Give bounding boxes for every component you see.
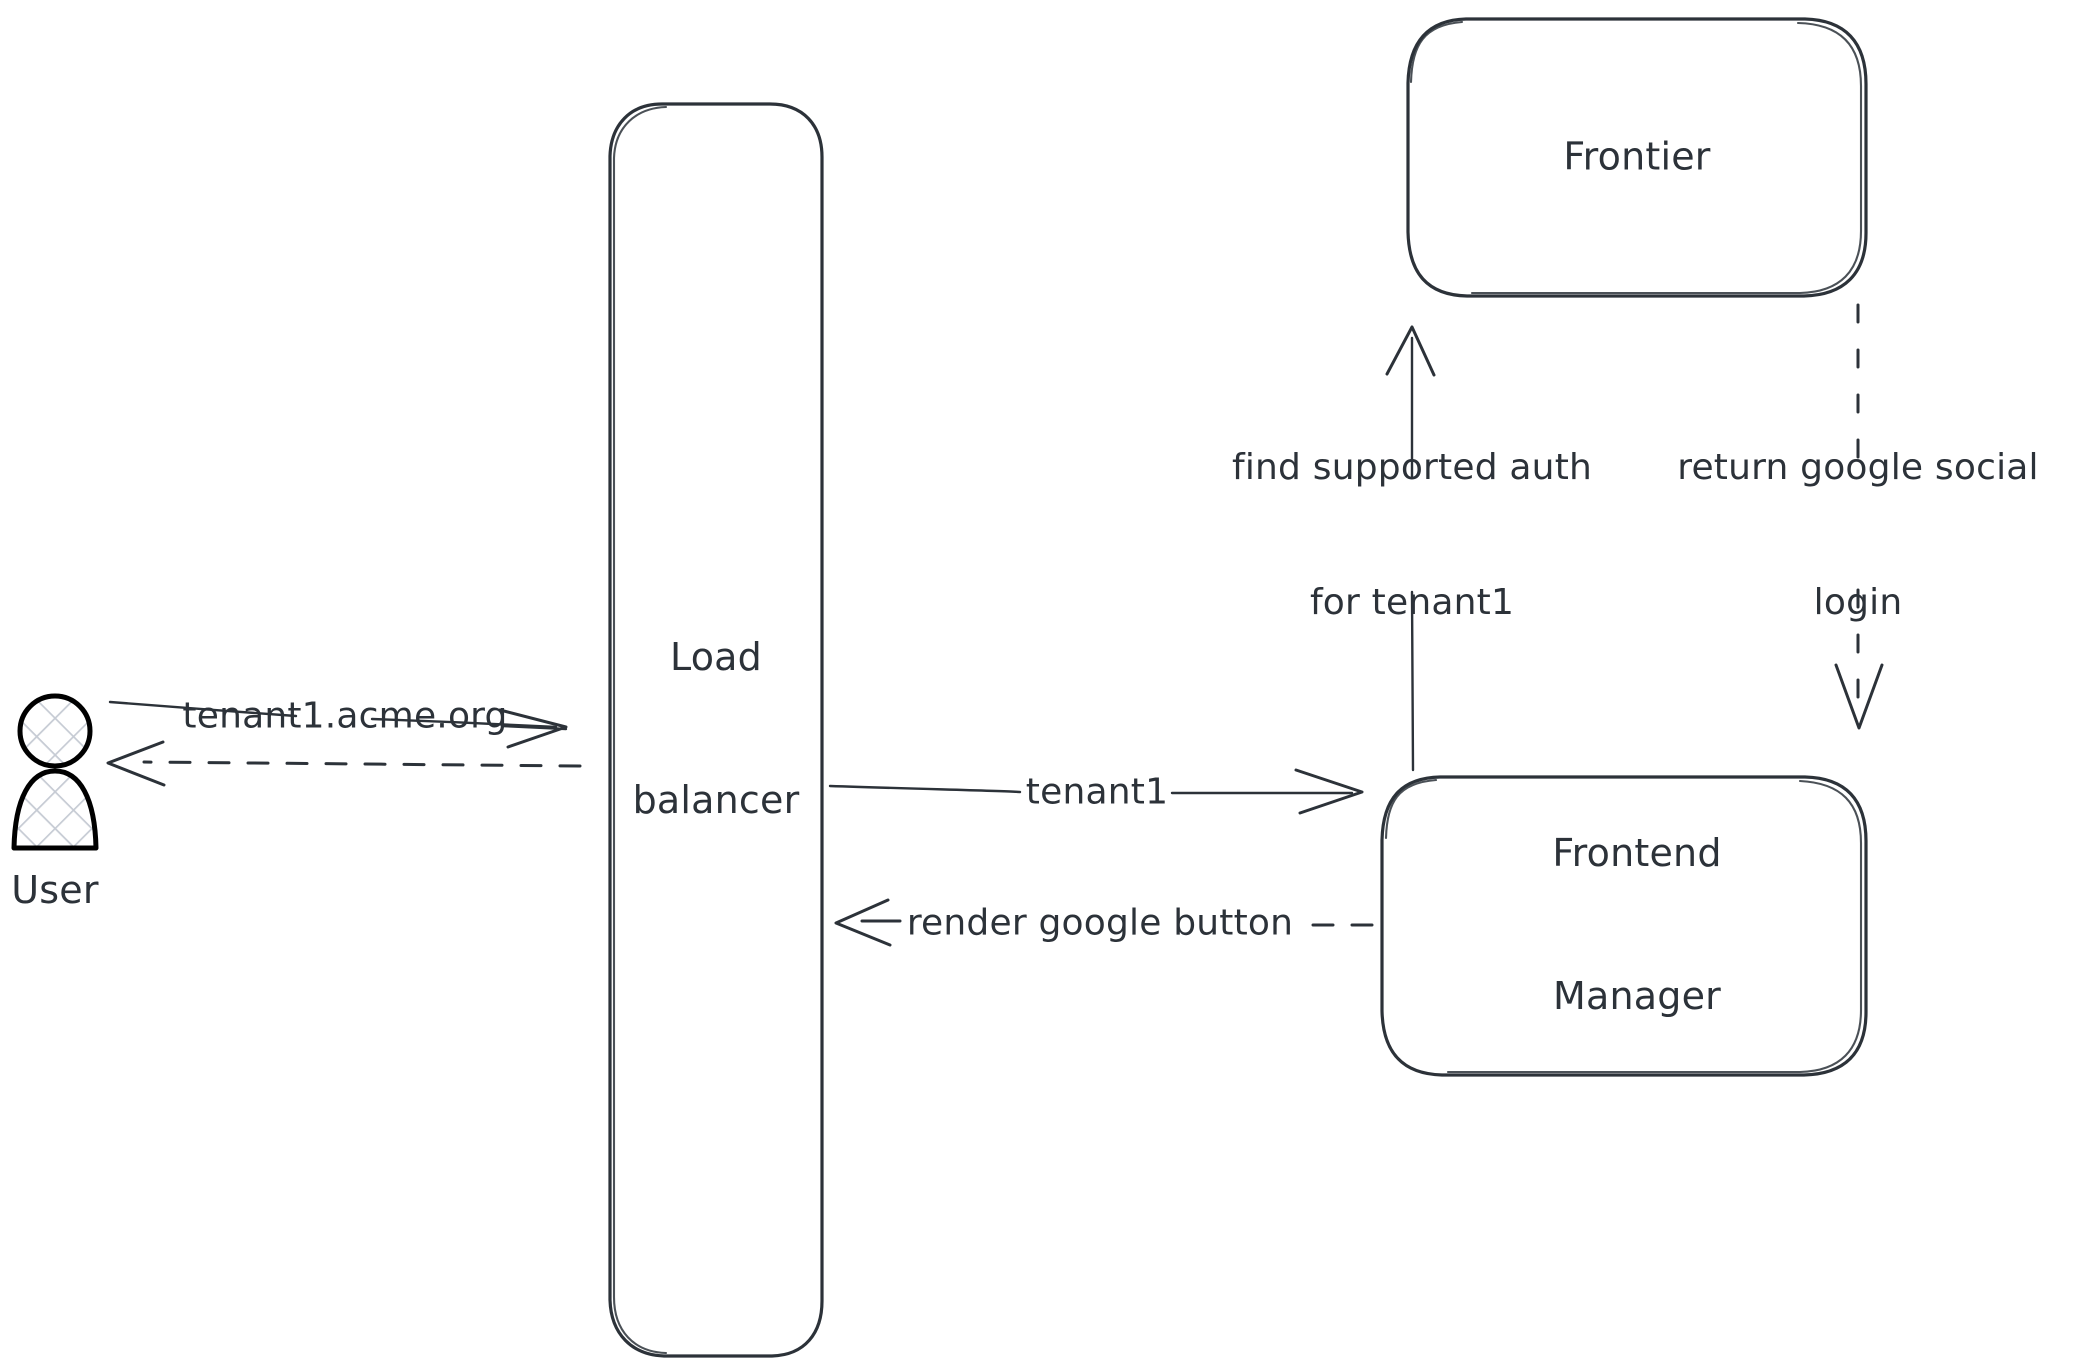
edge-load-balancer-to-frontend-manager	[828, 768, 1364, 815]
edge-frontend-manager-to-frontier	[1385, 325, 1436, 772]
actor-user-label: User	[11, 867, 99, 912]
edge-frontend-manager-to-load-balancer	[834, 898, 1374, 947]
node-frontend-manager-label-line2: Manager	[1553, 973, 1721, 1018]
edge-label-tenant1: tenant1	[1025, 771, 1169, 813]
edge-user-to-load-balancer	[108, 700, 568, 749]
node-load-balancer-shape	[608, 102, 824, 1358]
edge-label-return-google-social-login: return google social login	[1677, 355, 2039, 715]
edge-label-return-google-social-login-line2: login	[1813, 582, 1903, 623]
edge-label-find-supported-auth: find supported auth for tenant1	[1232, 355, 1592, 715]
edge-label-render-google-button: render google button	[906, 902, 1294, 944]
node-load-balancer-label: Load balancer	[633, 539, 800, 919]
node-frontend-manager-label: Frontend Manager	[1552, 735, 1721, 1115]
edge-load-balancer-to-user	[106, 740, 582, 787]
actor-user-icon	[11, 693, 99, 851]
edge-frontier-to-frontend-manager	[1834, 303, 1884, 730]
edge-label-tenant1-acme-org: tenant1.acme.org	[182, 695, 508, 737]
edge-label-find-supported-auth-line1: find supported auth	[1231, 447, 1593, 488]
node-load-balancer-label-line2: balancer	[632, 777, 800, 822]
node-frontend-manager-label-line1: Frontend	[1552, 831, 1722, 875]
node-frontier-shape	[1406, 17, 1868, 298]
edge-label-find-supported-auth-line2: for tenant1	[1309, 582, 1515, 623]
node-frontend-manager-shape	[1380, 775, 1868, 1077]
node-load-balancer-label-line1: Load	[670, 635, 762, 679]
node-frontier-label: Frontier	[1563, 134, 1711, 179]
edge-label-return-google-social-login-line1: return google social	[1677, 447, 2039, 488]
